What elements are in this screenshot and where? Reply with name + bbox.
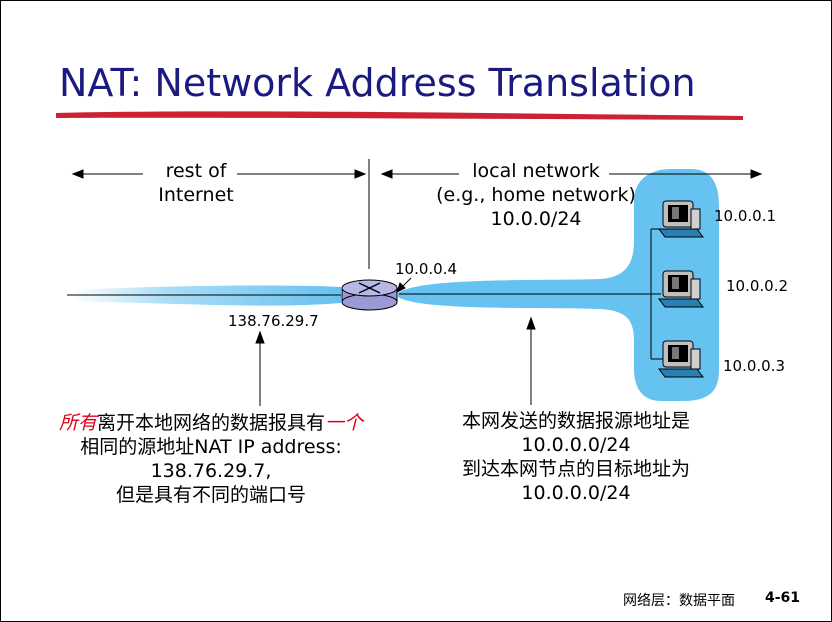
local-network-line-3: 10.0.0/24: [490, 208, 582, 230]
left-note-line-4: 但是具有不同的端口号: [115, 484, 306, 506]
footer-page-number: 4-61: [765, 590, 801, 606]
rest-of-internet-line-1: rest of: [165, 160, 227, 182]
host-ip-3: 10.0.0.3: [723, 357, 786, 375]
right-note-line-3: 到达本网节点的目标地址为: [461, 458, 690, 480]
local-network-arrow: [380, 169, 763, 179]
host-ip-1: 10.0.0.1: [714, 207, 777, 225]
local-network-line-1: local network: [472, 160, 600, 182]
right-note-line-4: 10.0.0.0/24: [521, 482, 631, 504]
left-note-all: 所有: [58, 412, 97, 434]
router-icon: [341, 279, 398, 311]
slide-title: NAT: Network Address Translation: [59, 61, 696, 105]
public-ip-arrow: [255, 330, 265, 406]
router-public-ip: 138.76.29.7: [228, 312, 319, 330]
footer-chapter: 网络层：数据平面: [623, 593, 735, 609]
local-network-label: local network (e.g., home network) 10.0.…: [426, 159, 646, 231]
left-note-mid: 离开本地网络的数据报具有: [96, 412, 325, 434]
internet-cloud: [71, 285, 341, 306]
left-note-line-3: 138.76.29.7,: [150, 460, 272, 482]
rest-of-internet-line-2: Internet: [158, 184, 234, 206]
host-computer-icon: [658, 340, 704, 378]
title-underline: [56, 111, 743, 120]
left-note-line-1: 所有离开本地网络的数据报具有一个: [16, 411, 406, 435]
local-ip-pointer: [396, 277, 412, 293]
local-net-note-arrow: [526, 316, 536, 405]
rest-of-internet-arrow: [71, 169, 367, 179]
local-network-area: [398, 169, 719, 401]
router-local-ip: 10.0.0.4: [395, 260, 458, 278]
left-note: 所有离开本地网络的数据报具有一个 相同的源地址NAT IP address: 1…: [16, 411, 406, 507]
host-computer-icon: [658, 200, 704, 238]
rest-of-internet-label: rest of Internet: [136, 159, 256, 207]
left-note-one: 一个: [325, 412, 364, 434]
local-network-line-2: (e.g., home network): [436, 184, 636, 206]
right-note: 本网发送的数据报源地址是 10.0.0.0/24 到达本网节点的目标地址为 10…: [416, 409, 736, 505]
host-ip-2: 10.0.0.2: [726, 277, 789, 295]
right-note-line-2: 10.0.0.0/24: [521, 434, 631, 456]
right-note-line-1: 本网发送的数据报源地址是: [461, 410, 690, 432]
host-computer-icon: [658, 270, 704, 308]
left-note-line-2: 相同的源地址NAT IP address:: [80, 436, 342, 458]
